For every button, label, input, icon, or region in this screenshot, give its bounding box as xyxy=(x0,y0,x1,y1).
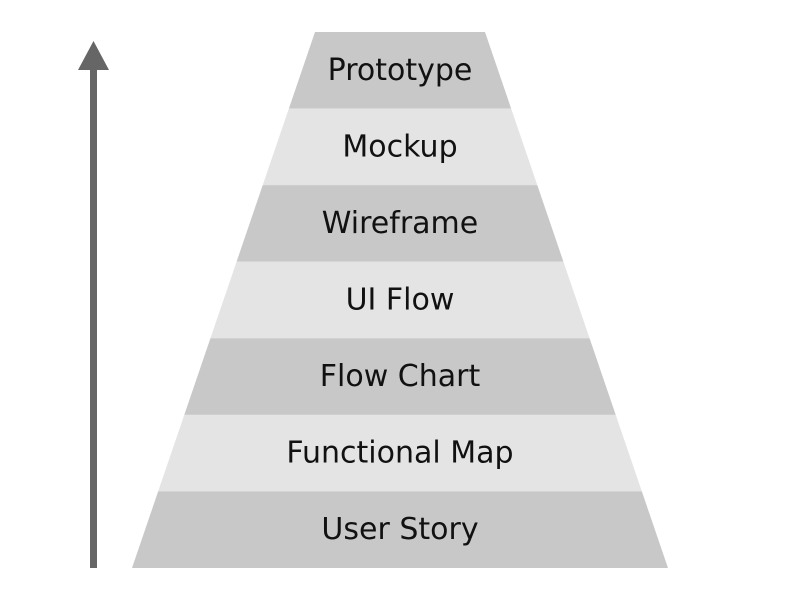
pyramid-layer: Mockup xyxy=(262,108,538,186)
pyramid-layer-label: UI Flow xyxy=(346,283,455,318)
pyramid-layer-band xyxy=(236,185,564,262)
pyramid-layer: Flow Chart xyxy=(184,338,616,415)
pyramid-layer-band xyxy=(262,108,538,186)
pyramid-layer: Wireframe xyxy=(236,185,564,262)
pyramid-layer-label: Wireframe xyxy=(322,206,478,241)
pyramid-layer-band xyxy=(288,32,512,109)
pyramid-layer-label: User Story xyxy=(321,512,478,547)
pyramid-layer-label: Functional Map xyxy=(286,436,513,471)
arrow-shaft xyxy=(90,66,97,568)
pyramid-layer-band xyxy=(158,414,642,492)
progression-arrow xyxy=(78,41,109,568)
arrow-head-icon xyxy=(78,41,109,70)
pyramid-layer: UI Flow xyxy=(210,261,590,339)
pyramid-layer: Prototype xyxy=(288,32,512,109)
pyramid-layer: User Story xyxy=(132,491,668,568)
pyramid-layer-label: Flow Chart xyxy=(320,359,481,394)
pyramid-layer-label: Prototype xyxy=(328,53,473,88)
pyramid-layer: Functional Map xyxy=(158,414,642,492)
pyramid-layer-band xyxy=(132,491,668,568)
pyramid-layer-label: Mockup xyxy=(342,129,457,164)
pyramid-layer-band xyxy=(210,261,590,339)
pyramid-layer-band xyxy=(184,338,616,415)
